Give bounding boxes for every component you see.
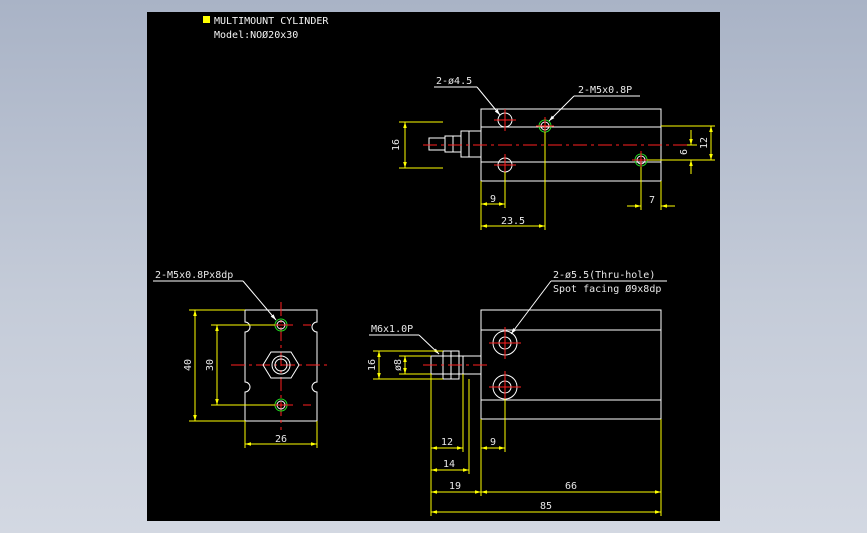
top-dim-right-outer: 12 [699, 137, 710, 149]
side-dim-14: 14 [443, 459, 455, 470]
end-dim-inner-height: 30 [205, 359, 216, 371]
end-thread-callout: 2-M5x0.8Px8dp [155, 270, 233, 281]
side-dim-9: 9 [490, 437, 496, 448]
mount-hole-icon [494, 109, 516, 131]
top-dim-left-offset: 9 [490, 194, 496, 205]
side-dim-66: 66 [565, 481, 577, 492]
title-bullet-icon [203, 16, 210, 23]
top-thread-callout: 2-M5x0.8P [578, 85, 632, 96]
end-dim-outer-height: 40 [183, 359, 194, 371]
top-hole-callout: 2-ø4.5 [436, 76, 472, 87]
spot-face-hole-icon [489, 327, 521, 359]
cad-drawing: MULTIMOUNT CYLINDER Model:NOØ20x30 [153, 16, 715, 516]
cad-drawing-canvas: MULTIMOUNT CYLINDER Model:NOØ20x30 [147, 12, 720, 521]
rod-end-hex-icon [262, 351, 300, 379]
top-dim-height: 16 [391, 139, 402, 151]
side-dim-12: 12 [441, 437, 453, 448]
drawing-title: MULTIMOUNT CYLINDER [214, 16, 329, 27]
side-view: 2-ø5.5(Thru-hole) Spot facing Ø9x8dp M6x… [367, 270, 667, 516]
side-dim-85: 85 [540, 501, 552, 512]
top-view: 2-ø4.5 2-M5x0.8P 16 12 6 9 [391, 76, 715, 230]
rod-thread-callout: M6x1.0P [371, 324, 413, 335]
title-block: MULTIMOUNT CYLINDER Model:NOØ20x30 [203, 16, 329, 41]
side-dim-rod-height: 16 [367, 359, 378, 371]
end-dim-width: 26 [275, 434, 287, 445]
end-view: 2-M5x0.8Px8dp 40 30 26 [153, 270, 331, 448]
side-hole-callout-line1: 2-ø5.5(Thru-hole) [553, 270, 655, 281]
side-hole-callout-line2: Spot facing Ø9x8dp [553, 283, 661, 295]
side-dim-rod-dia: ø8 [393, 359, 404, 371]
spot-face-hole-icon [489, 371, 521, 403]
top-dim-right-inner: 6 [679, 149, 690, 155]
top-dim-width: 23.5 [501, 216, 525, 227]
model-label: Model:NOØ20x30 [214, 29, 298, 41]
top-dim-right-offset: 7 [649, 195, 655, 206]
side-dim-19: 19 [449, 481, 461, 492]
